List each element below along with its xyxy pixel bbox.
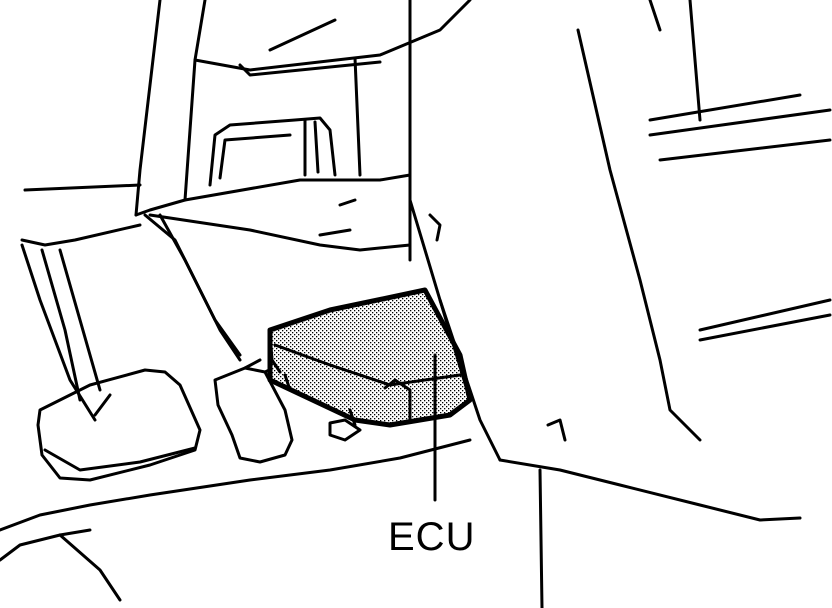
ecu-unit [267,287,473,442]
floor-outline [0,438,472,602]
lower-dash-panel [23,183,412,362]
steering-column-cover [134,0,472,262]
brake-pedal [20,223,202,482]
kick-panel [408,0,832,608]
ecu-label: ECU [388,515,475,559]
